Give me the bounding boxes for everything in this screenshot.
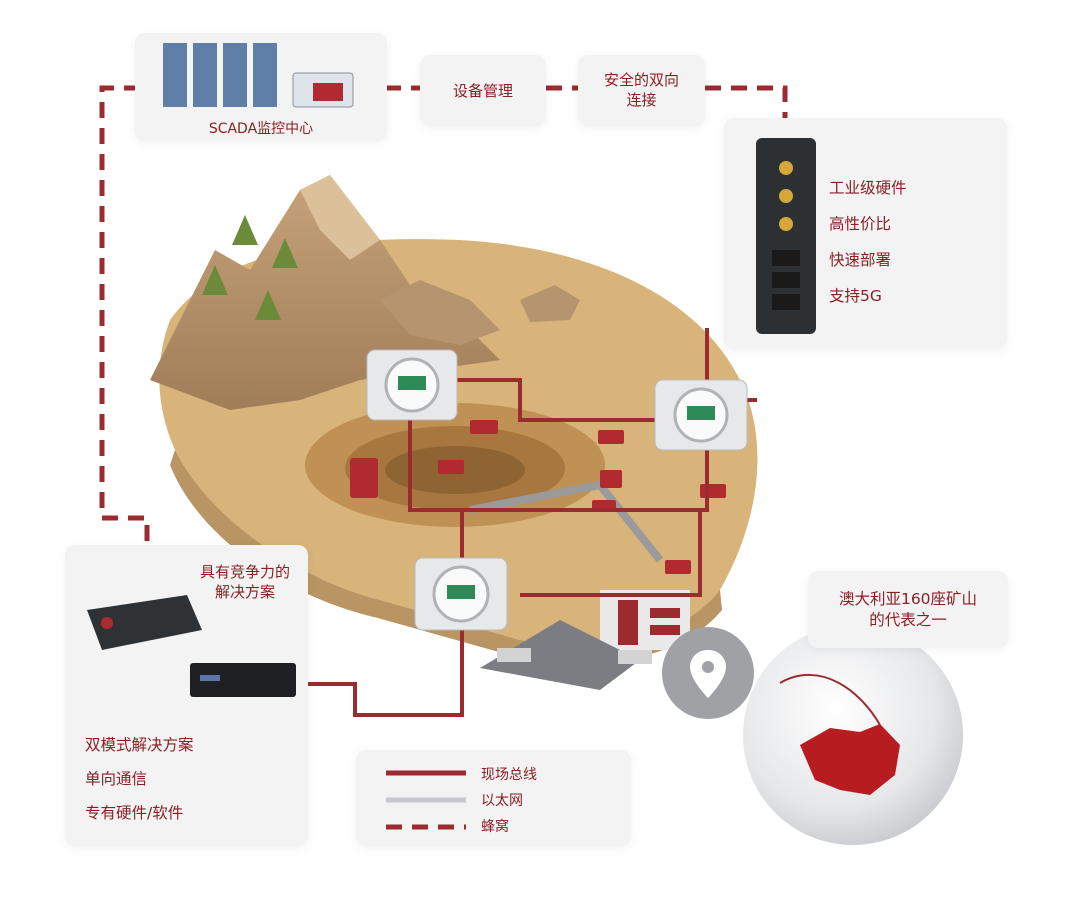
competitive-title-line1: 具有竞争力的 — [199, 563, 290, 581]
gateway-feature: 高性价比 — [829, 215, 892, 233]
processing-plant — [600, 590, 690, 650]
australia-card — [808, 571, 1008, 648]
australia-label: 澳大利亚160座矿山 的代表之一 — [808, 589, 1008, 631]
scada-card — [135, 33, 387, 141]
rocks — [380, 280, 500, 345]
legend-label-cellular: 蜂窝 — [481, 819, 509, 835]
scada-label: SCADA监控中心 — [208, 121, 314, 137]
haul-road — [480, 620, 640, 690]
legacy-modem-icon — [87, 595, 202, 650]
competitive-solution-card: 双模式解决方案 单向通信 专有硬件/软件 — [65, 545, 308, 846]
australia-map — [800, 724, 900, 795]
cellular-gateway-device-icon — [756, 138, 816, 334]
competitive-title-line2: 解决方案 — [214, 583, 275, 602]
competitive-feature: 单向通信 — [85, 770, 148, 788]
gateway-feature: 快速部署 — [829, 251, 892, 269]
scada-server-racks-icon — [163, 43, 354, 108]
competitive-feature: 双模式解决方案 — [85, 736, 194, 754]
gateway-feature: 工业级硬件 — [829, 179, 907, 197]
rocks — [520, 285, 580, 322]
secure-connection-line2: 连接 — [626, 91, 657, 110]
gateway-feature: 支持5G — [829, 287, 882, 305]
secure-connection-label: 安全的双向 连接 — [578, 70, 705, 111]
secure-connection-line1: 安全的双向 — [603, 71, 679, 89]
secure-connection-card — [578, 55, 705, 126]
australia-line1: 澳大利亚160座矿山 — [838, 590, 978, 608]
competitive-solution-title: 具有竞争力的 解决方案 — [185, 562, 305, 603]
device-management-card — [420, 55, 546, 126]
gateway-hardware-card: 工业级硬件 高性价比 快速部署 支持5G — [724, 118, 1007, 349]
flow-meter — [366, 349, 458, 421]
device-management-label: 设备管理 — [452, 82, 513, 100]
trees — [202, 215, 298, 320]
mountain-highlight — [300, 175, 380, 260]
location-pin-icon — [690, 650, 726, 698]
flow-meter — [654, 379, 748, 451]
legend: 现场总线 以太网 蜂窝 — [356, 750, 631, 846]
legend-swatches — [386, 770, 466, 830]
flow-meter — [414, 557, 508, 631]
trucks — [350, 420, 726, 574]
australia-line2: 的代表之一 — [869, 610, 947, 629]
legend-label-ethernet: 以太网 — [481, 793, 523, 809]
competitive-feature: 专有硬件/软件 — [85, 804, 184, 822]
edge-computer-icon — [190, 663, 296, 697]
legend-label-fieldbus: 现场总线 — [481, 767, 537, 783]
